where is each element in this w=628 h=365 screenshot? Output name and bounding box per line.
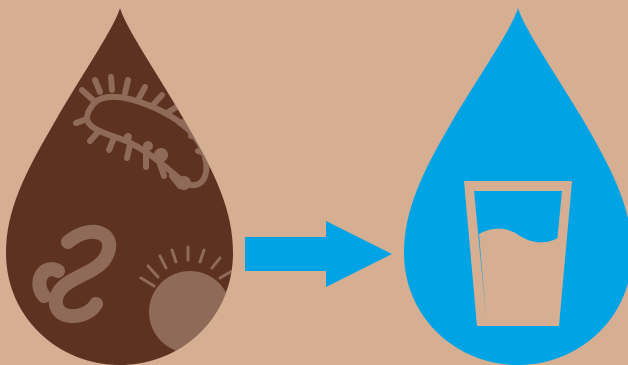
water-in-glass [479,229,561,315]
glass-icon [464,181,572,326]
